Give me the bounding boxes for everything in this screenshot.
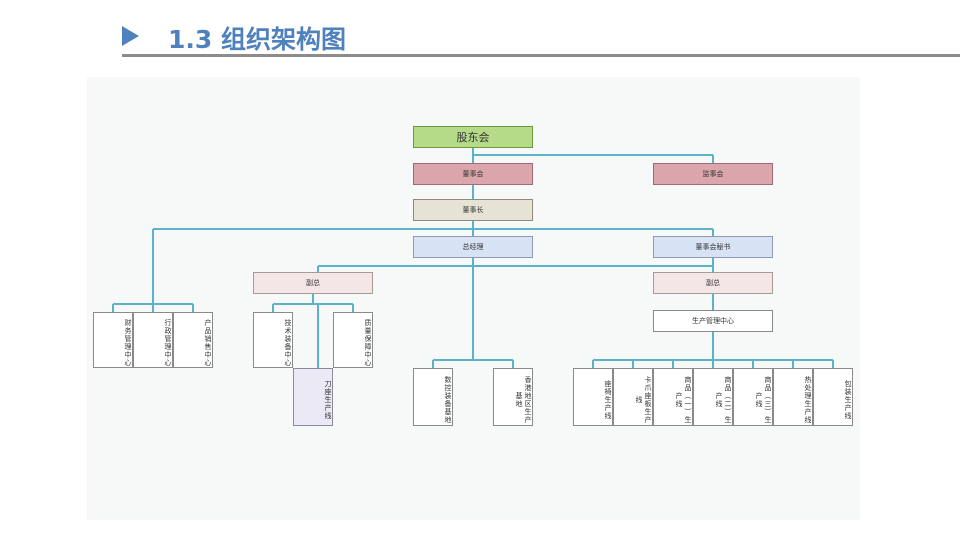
quality-center-box: 质量保障中心 <box>333 312 373 368</box>
board-secretary-box: 董事会秘书 <box>653 236 773 258</box>
product3-line-box: 商品（三）生产线 <box>733 368 773 426</box>
shareholders-box: 股东会 <box>413 126 533 148</box>
claw-line-box: 卡爪座板生产线 <box>613 368 653 426</box>
product2-line-box: 商品（二）生产线 <box>693 368 733 426</box>
admin-center-box: 行政管理中心 <box>133 312 173 368</box>
slide-title: 1.3 组织架构图 <box>168 25 346 54</box>
board-box: 董事会 <box>413 163 533 185</box>
play-arrow-icon <box>122 26 139 46</box>
gm-box: 总经理 <box>413 236 533 258</box>
vp-left-box: 副总 <box>253 272 373 294</box>
heat-line-box: 热处理生产线 <box>773 368 813 426</box>
vp-right-box: 副总 <box>653 272 773 294</box>
tech-center-box: 技术装备中心 <box>253 312 293 368</box>
sales-center-box: 产品销售中心 <box>173 312 213 368</box>
supervisors-box: 监事会 <box>653 163 773 185</box>
cnc-base-box: 数控装备基地 <box>413 368 453 426</box>
tool-line-box: 刀座生产线 <box>293 368 333 426</box>
finance-center-box: 财务管理中心 <box>93 312 133 368</box>
hk-base-box: 香港地区生产基地 <box>493 368 533 426</box>
production-center-box: 生产管理中心 <box>653 310 773 332</box>
pack-line-box: 包装生产线 <box>813 368 853 426</box>
product1-line-box: 商品（一）生产线 <box>653 368 693 426</box>
seat-line-box: 座椅生产线 <box>573 368 613 426</box>
chairman-box: 董事长 <box>413 199 533 221</box>
header-divider <box>122 54 960 57</box>
slide-header: 1.3 组织架构图 <box>0 0 960 60</box>
